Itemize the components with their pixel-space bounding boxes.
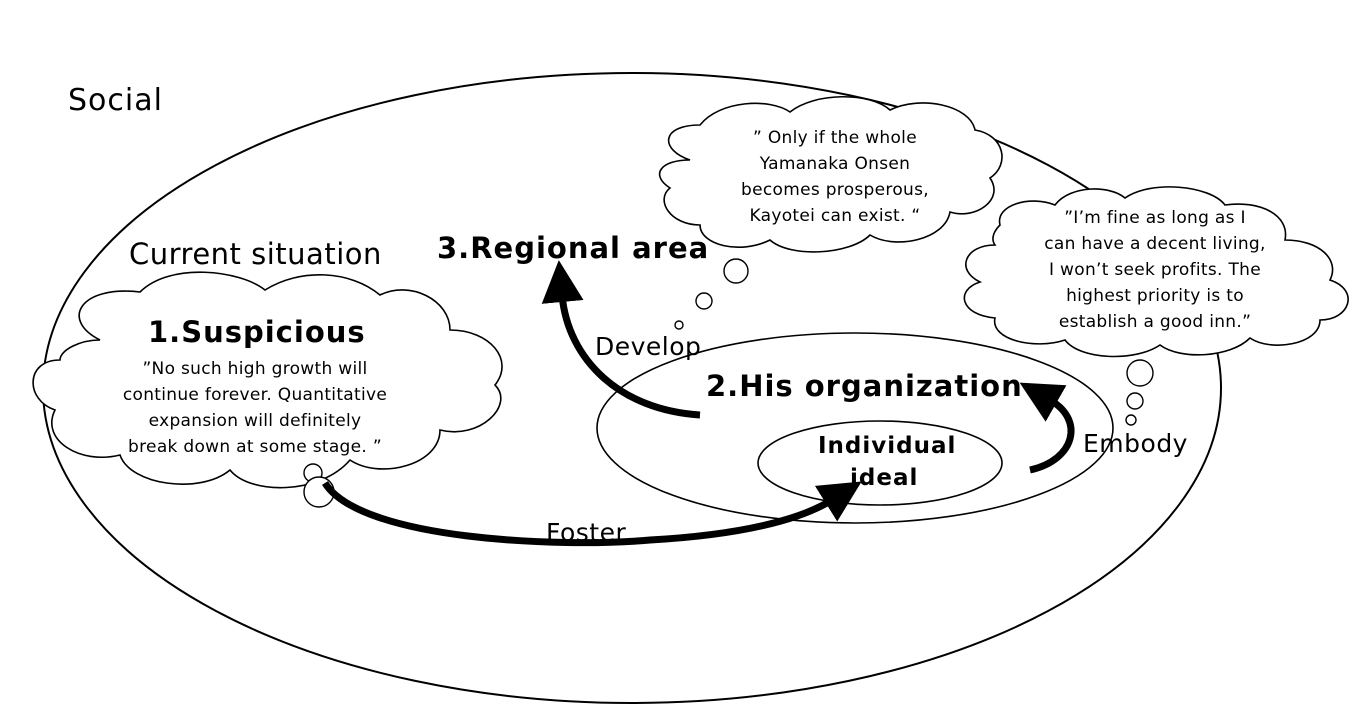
label-regional-area: 3.Regional area	[437, 231, 710, 265]
cloud-organization	[963, 186, 1349, 358]
thought-bubble-8	[1125, 414, 1137, 426]
arrow-develop	[541, 260, 701, 419]
thought-bubble-7	[1126, 392, 1144, 410]
quote-regional-line-3: becomes prosperous,	[741, 180, 929, 200]
thought-bubble-4	[695, 292, 713, 310]
individual-ideal-ellipse	[757, 420, 1003, 506]
quote-organization-line-2: can have a decent living,	[1044, 234, 1266, 254]
quote-suspicious-line-4: break down at some stage. ”	[128, 437, 382, 457]
thought-bubble-5	[674, 320, 684, 330]
arrow-embody	[1019, 382, 1075, 474]
label-his-organization: 2.His organization	[706, 369, 1023, 403]
label-foster: Foster	[546, 518, 627, 547]
quote-suspicious-line-3: expansion will definitely	[148, 411, 362, 431]
quote-regional: ” Only if the whole Yamanaka Onsen becom…	[700, 125, 970, 229]
thought-bubble-3	[723, 258, 749, 284]
label-current-situation: Current situation	[129, 237, 382, 271]
thought-bubble-6	[1126, 359, 1154, 387]
label-embody: Embody	[1083, 429, 1188, 458]
quote-organization-line-5: establish a good inn.”	[1058, 312, 1252, 332]
quote-organization: ”I’m fine as long as I can have a decent…	[1010, 205, 1300, 335]
label-ideal: ideal	[850, 465, 919, 491]
quote-suspicious-line-2: continue forever. Quantitative	[122, 385, 388, 405]
label-suspicious: 1.Suspicious	[148, 315, 366, 349]
label-individual: Individual	[818, 433, 957, 459]
quote-regional-line-2: Yamanaka Onsen	[759, 154, 911, 174]
label-social: Social	[68, 83, 163, 118]
arrow-foster	[322, 480, 862, 547]
quote-organization-line-3: I won’t seek profits. The	[1049, 260, 1261, 280]
quote-suspicious-line-1: ”No such high growth will	[142, 359, 368, 379]
quote-organization-line-4: highest priority is to	[1066, 286, 1244, 306]
label-develop: Develop	[595, 332, 702, 361]
organization-ellipse	[596, 332, 1114, 524]
cloud-suspicious	[32, 271, 503, 489]
cloud-regional	[658, 95, 1003, 253]
quote-suspicious: ”No such high growth will continue forev…	[95, 356, 415, 460]
quote-organization-line-1: ”I’m fine as long as I	[1064, 208, 1246, 228]
quote-regional-line-1: ” Only if the whole	[753, 128, 917, 148]
quote-regional-line-4: Kayotei can exist. “	[749, 206, 921, 226]
